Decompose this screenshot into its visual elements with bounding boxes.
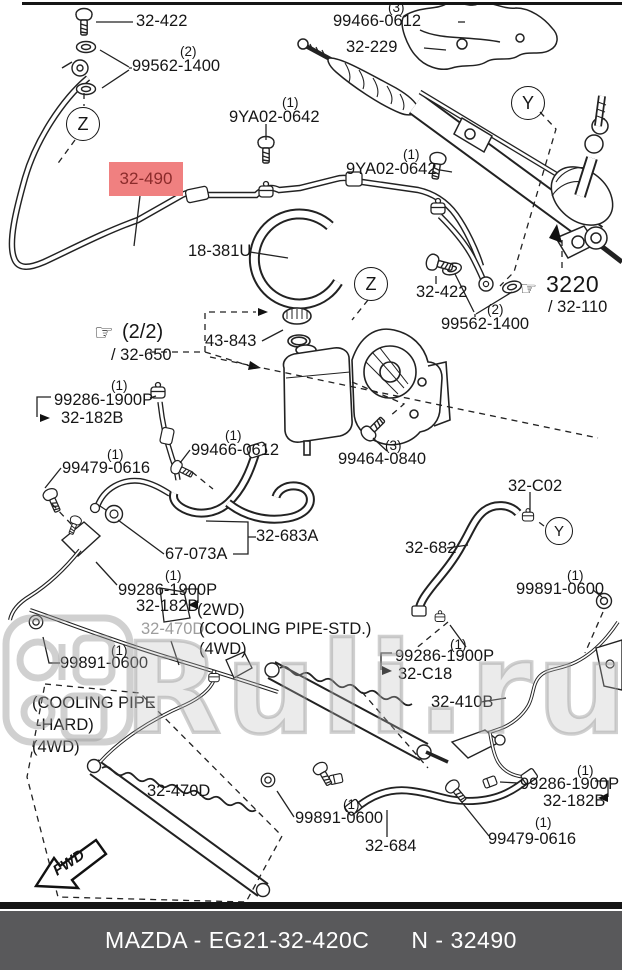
view-circle-y: Y (511, 86, 545, 120)
hose-to-rack-drawing (437, 213, 487, 283)
part-label-99286-1900p: 99286-1900P (54, 391, 154, 409)
dashed-lines (26, 93, 604, 903)
hose-32-684-drawing (344, 768, 539, 816)
note-4wd: (4WD) (32, 738, 80, 756)
qty-label: (1) (577, 763, 594, 778)
pointing-hand-icon: ☞ (520, 279, 538, 300)
leader-arrowheads (40, 224, 608, 802)
footer-part-number: N - 32490 (411, 927, 517, 953)
part-label-9ya02-0642: 9YA02-0642 (346, 160, 437, 178)
part-label-32-684: 32-684 (365, 837, 417, 855)
qty-label: (1) (111, 643, 128, 658)
qty-label: (1) (111, 378, 128, 393)
part-label-99466-0612: 99466-0612 (191, 441, 280, 459)
part-label-9ya02-0642: 9YA02-0642 (229, 108, 320, 126)
footer-bar: MAZDA - EG21-32-420C N - 32490 (0, 911, 622, 970)
part-label-3220: 3220 (546, 271, 600, 297)
part-label-43-843: 43-843 (205, 332, 257, 350)
view-circle-y: Y (545, 517, 573, 545)
part-label-32-682: 32-682 (405, 539, 457, 557)
part-label-99466-0612: 99466-0612 (333, 12, 422, 30)
note-cooling-pipe-hard-line1: (COOLING PIPE (32, 694, 156, 712)
part-label-99286-1900p: 99286-1900P (118, 581, 218, 599)
belt-18-381u-drawing (248, 208, 343, 310)
footer-separator-line (0, 902, 622, 909)
part-label-32-470d: 32-470D (147, 782, 211, 800)
part-label-32-422: 32-422 (416, 283, 468, 301)
note-2wd: (2WD) (197, 601, 245, 619)
qty-label: (1) (165, 568, 182, 583)
steering-rack-drawing (297, 2, 622, 264)
qty-label: (1) (282, 95, 299, 110)
part-label-99479-0616: 99479-0616 (488, 830, 577, 848)
qty-label: (1) (107, 447, 124, 462)
part-label-32-470d: 32-470D (141, 620, 205, 638)
cooling-pipe-hard-drawing (86, 651, 271, 898)
part-label-32-229: 32-229 (346, 38, 398, 56)
banjo-fitting-top-left (61, 59, 89, 77)
diagram-line-art: FWD (8, 2, 622, 903)
note-cooling-pipe-std: (COOLING PIPE-STD.) (199, 620, 372, 638)
part-label-99891-0600: 99891-0600 (60, 654, 149, 672)
part-label-99891-0600: 99891-0600 (295, 809, 384, 827)
top-border-line (22, 2, 622, 5)
note-4wd: (4WD) (199, 640, 247, 658)
part-label-32-110: / 32-110 (548, 298, 608, 316)
pipe-32-410b-drawing (450, 621, 622, 779)
qty-label: (3) (388, 0, 405, 15)
part-label-32-182b: 32-182B (136, 597, 199, 615)
part-label-32-182b: 32-182B (543, 792, 606, 810)
part-label-99891-0600: 99891-0600 (516, 580, 605, 598)
qty-label: (3) (385, 438, 402, 453)
part-label-67-073a: 67-073A (165, 545, 228, 563)
hose-32-682-drawing (411, 501, 522, 617)
part-label-32-182b: 32-182B (61, 409, 124, 427)
part-label-99562-1400: 99562-1400 (132, 57, 221, 75)
qty-label: (1) (403, 147, 420, 162)
qty-label: (1) (535, 815, 552, 830)
fwd-direction-arrow: FWD (33, 838, 108, 890)
cooling-pipe-std-drawing (29, 587, 449, 764)
part-label-32-410b: 32-410B (431, 693, 494, 711)
qty-label: (1) (225, 428, 242, 443)
part-label-32-422: 32-422 (136, 12, 188, 30)
part-label-32-c18: 32-C18 (398, 665, 453, 683)
part-label-18-381u: 18-381U (188, 242, 252, 260)
note-cooling-pipe-hard-line2: -HARD) (36, 716, 94, 734)
pointing-hand-icon: ☞ (94, 320, 114, 345)
ref-label-2-2: (2/2) (122, 321, 164, 343)
part-label-99286-1900p: 99286-1900P (520, 775, 620, 793)
part-label-32-650: / 32-650 (111, 346, 172, 364)
leader-lines (36, 21, 609, 837)
view-circle-z: Z (66, 107, 100, 141)
part-label-32-c02: 32-C02 (508, 477, 563, 495)
qty-label: (1) (450, 637, 467, 652)
view-circle-z: Z (354, 267, 388, 301)
part-label-99479-0616: 99479-0616 (62, 459, 151, 477)
reservoir-pump-drawing (282, 307, 451, 456)
footer-catalog-code: MAZDA - EG21-32-420C (105, 927, 370, 953)
part-label-99464-0840: 99464-0840 (338, 450, 427, 468)
qty-label: (2) (487, 302, 504, 317)
highlighted-part-label-32-490[interactable]: 32-490 (109, 162, 183, 196)
qty-label: (1) (343, 797, 360, 812)
qty-label: (1) (567, 568, 584, 583)
part-label-99562-1400: 99562-1400 (441, 315, 530, 333)
part-label-32-683a: 32-683A (256, 527, 319, 545)
qty-label: (2) (180, 44, 197, 59)
pipe-32-490-drawing (8, 75, 485, 270)
part-label-99286-1900p: 99286-1900P (395, 647, 495, 665)
